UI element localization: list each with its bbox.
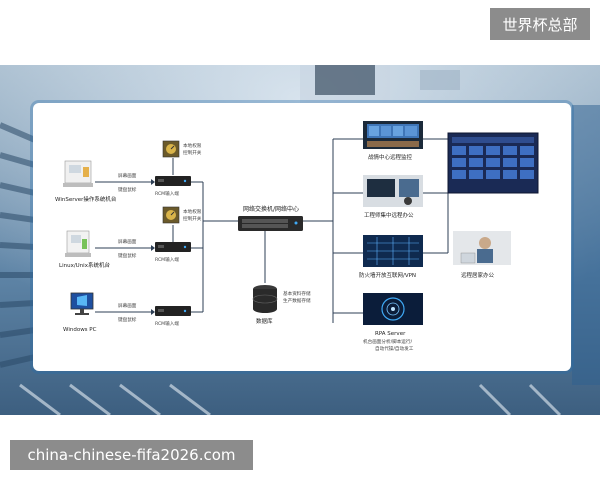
- network-diagram-panel: WinServer操作系统机台 屏幕画面 键盘鼠标 Linux/Unix系统机台…: [33, 103, 571, 371]
- client-windows-pc: [70, 292, 94, 315]
- war-room-image: [363, 121, 423, 149]
- client-machine-linux: [65, 230, 91, 257]
- engineers-office-image: [363, 175, 423, 207]
- client-label-3: Windows PC: [63, 327, 97, 333]
- client-label-1: WinServer操作系统机台: [55, 195, 117, 203]
- database-note-2: 生产数据存储: [283, 297, 311, 304]
- hero-banner: WinServer操作系统机台 屏幕画面 键盘鼠标 Linux/Unix系统机台…: [0, 65, 600, 415]
- rcm-device-3: [155, 306, 191, 316]
- rcm-device-1: [155, 176, 191, 186]
- rcm-label-2: RCM输入端: [155, 256, 179, 263]
- switch-label-2a: 本地权限: [183, 208, 202, 215]
- output-label-4: RPA Server: [375, 331, 406, 337]
- switch-label-1a: 本地权限: [183, 142, 202, 149]
- rpa-sub-label-1: 机台画面分析/脚本运行/: [363, 338, 412, 345]
- database-icon: [252, 285, 278, 313]
- hq-tag: 世界杯总部: [490, 8, 590, 40]
- firewall-vpn-image: [363, 235, 423, 267]
- client-keyboard-label-2: 键盘鼠标: [118, 252, 137, 259]
- client-keyboard-label-1: 键盘鼠标: [118, 186, 137, 193]
- rcm-device-2: [155, 242, 191, 252]
- output-label-3: 防火墙开放互联网/VPN: [359, 271, 416, 279]
- rpa-sub-label-2: 自动代操/自动发工: [375, 345, 414, 352]
- remote-worker-image: [453, 231, 511, 265]
- database-label: 数据库: [256, 317, 273, 325]
- client-screen-label-2: 屏幕画面: [118, 238, 137, 245]
- output-label-2: 工程师集中远程办公: [364, 211, 414, 219]
- network-switch: [238, 216, 303, 231]
- remote-label: 远程居家办公: [461, 271, 495, 279]
- switch-label-1b: 控制开关: [183, 149, 202, 156]
- local-permission-switch-1: [162, 140, 180, 158]
- output-label-1: 战情中心远程监控: [368, 153, 413, 161]
- dashboard-screen: [447, 132, 539, 194]
- client-keyboard-label-3: 键盘鼠标: [118, 316, 137, 323]
- database-note-1: 基本资料存储: [283, 290, 311, 297]
- domain-tag: china-chinese-fifa2026.com: [10, 440, 253, 470]
- switch-label-2b: 控制开关: [183, 215, 202, 222]
- client-screen-label-1: 屏幕画面: [118, 172, 137, 179]
- client-label-2: Linux/Unix系统机台: [59, 261, 110, 269]
- client-screen-label-3: 屏幕画面: [118, 302, 137, 309]
- client-machine-winserver: [63, 160, 93, 187]
- rcm-label-1: RCM输入端: [155, 190, 179, 197]
- local-permission-switch-2: [162, 206, 180, 224]
- rcm-label-3: RCM输入端: [155, 320, 179, 327]
- hub-label: 网络交换机/网络中心: [243, 205, 299, 213]
- rpa-server-image: [363, 293, 423, 325]
